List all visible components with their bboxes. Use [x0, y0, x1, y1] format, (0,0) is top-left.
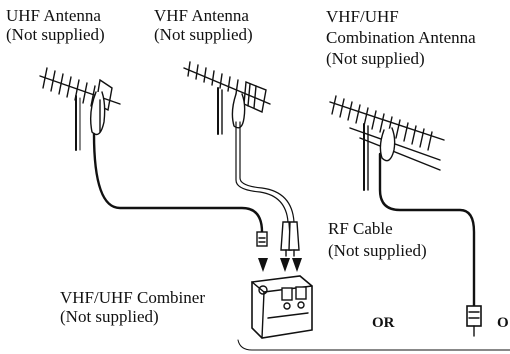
combiner-label: VHF/UHF Combiner (Not supplied) — [60, 288, 205, 326]
combination-antenna-label: VHF/UHF Combination Antenna (Not supplie… — [326, 7, 476, 68]
or-label: OR — [372, 315, 395, 331]
vhf-antenna-icon — [183, 61, 271, 135]
connector-icon — [280, 221, 300, 257]
or-label-truncated: O — [497, 315, 509, 331]
vhf-antenna-label: VHF Antenna (Not supplied) — [154, 6, 253, 44]
connector-icon — [256, 231, 268, 247]
arrow-down-icon — [258, 258, 302, 272]
combiner-icon — [251, 275, 313, 339]
combination-antenna-icon — [329, 95, 445, 191]
rf-cable-label: RF Cable (Not supplied) — [328, 219, 427, 260]
uhf-antenna-label: UHF Antenna (Not supplied) — [6, 6, 105, 44]
uhf-antenna-icon — [39, 67, 121, 151]
connector-icon — [466, 305, 482, 337]
